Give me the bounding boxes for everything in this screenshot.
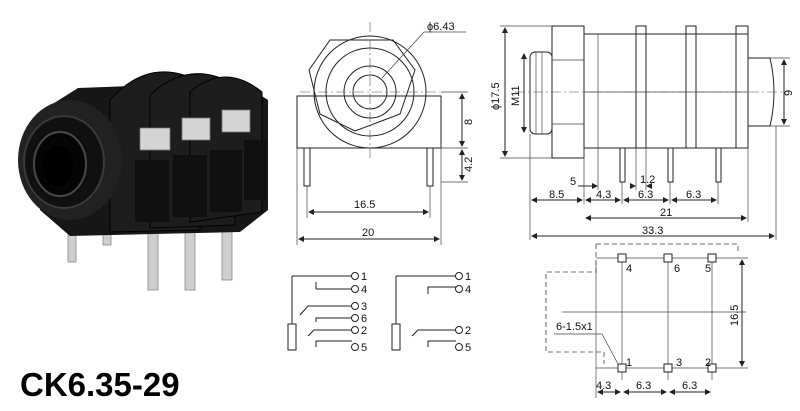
side-dim-1-2: 1.2 bbox=[640, 174, 655, 186]
schematic-b-pin-1: 1 bbox=[465, 271, 471, 283]
schematic-a bbox=[287, 272, 359, 351]
pcb-pin-6: 6 bbox=[674, 263, 680, 275]
side-dim-4-3: 4.3 bbox=[596, 189, 611, 201]
pcb-pin-5: 5 bbox=[705, 263, 711, 275]
front-dim-8: 8 bbox=[463, 119, 475, 125]
side-dim-dia-17-5: ϕ17.5 bbox=[490, 82, 502, 110]
pcb-dim-16-5: 16.5 bbox=[729, 305, 741, 326]
side-dim-5: 5 bbox=[570, 176, 576, 188]
schematic-a-pin-4: 4 bbox=[361, 284, 367, 296]
pcb-dim-6-3b: 6.3 bbox=[682, 380, 697, 392]
pcb-pin-1: 1 bbox=[626, 357, 632, 369]
schematic-a-pin-1: 1 bbox=[361, 271, 367, 283]
pcb-pin-4: 4 bbox=[626, 263, 632, 275]
model-title: CK6.35-29 bbox=[20, 366, 180, 403]
side-dim-6-3a: 6.3 bbox=[638, 189, 653, 201]
schematic-a-pin-5: 5 bbox=[361, 342, 367, 354]
pcb-pin-3: 3 bbox=[676, 357, 682, 369]
side-dim-m11: M11 bbox=[510, 85, 522, 106]
schematic-a-pin-2: 2 bbox=[361, 325, 367, 337]
pcb-dim-6-3a: 6.3 bbox=[636, 380, 651, 392]
front-dim-16-5: 16.5 bbox=[354, 199, 375, 211]
schematic-b-pin-4: 4 bbox=[465, 284, 471, 296]
front-view-drawing bbox=[296, 22, 468, 245]
front-dim-4-2: 4.2 bbox=[463, 157, 475, 172]
schematic-a-pin-6: 6 bbox=[361, 313, 367, 325]
side-view-drawing bbox=[500, 25, 790, 240]
side-dim-33-3: 33.3 bbox=[642, 225, 663, 237]
side-dim-6-3b: 6.3 bbox=[686, 189, 701, 201]
schematic-a-pin-3: 3 bbox=[361, 301, 367, 313]
pcb-layout bbox=[545, 243, 748, 398]
pcb-pin-2: 2 bbox=[705, 357, 711, 369]
pcb-hole-spec: 6-1.5x1 bbox=[556, 321, 593, 333]
schematic-b-pin-5: 5 bbox=[465, 342, 471, 354]
side-dim-9: 9 bbox=[783, 90, 795, 96]
side-dim-8-5: 8.5 bbox=[549, 189, 564, 201]
pcb-dim-4-3: 4.3 bbox=[596, 380, 611, 392]
front-dim-hole: ϕ6.43 bbox=[427, 21, 455, 33]
front-dim-20: 20 bbox=[362, 227, 374, 239]
side-dim-21: 21 bbox=[660, 207, 672, 219]
schematic-b bbox=[391, 272, 463, 351]
schematic-b-pin-2: 2 bbox=[465, 325, 471, 337]
product-photo bbox=[18, 71, 268, 291]
